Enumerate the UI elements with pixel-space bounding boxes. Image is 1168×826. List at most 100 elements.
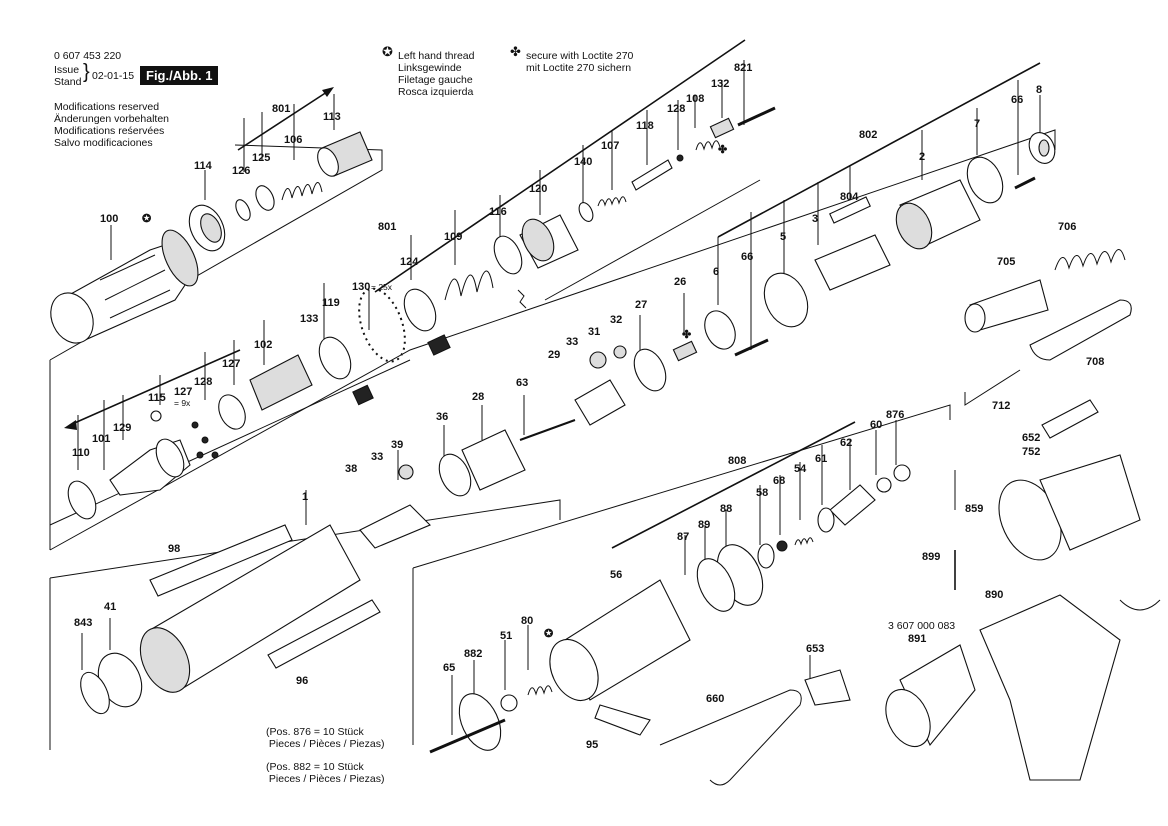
part-27-ring [633, 348, 667, 392]
label-100: 100 [100, 213, 118, 225]
part-652-nipple [1041, 399, 1099, 439]
part-95-strip [594, 704, 651, 736]
note-pos-882: (Pos. 882 = 10 Stück Pieces / Pièces / P… [266, 761, 385, 785]
group-frames [49, 129, 1056, 750]
label-843: 843 [74, 617, 92, 629]
part-118-valve-stem [631, 159, 673, 191]
label-118: 118 [636, 120, 654, 132]
left-thread-icon: ✪ [382, 44, 393, 59]
part-119-ring [318, 336, 374, 406]
part-54-spring [794, 537, 814, 546]
label-119: 119 [322, 297, 340, 309]
part-115-screw [150, 410, 162, 422]
label-98: 98 [168, 543, 180, 555]
label-130: 130 [352, 281, 370, 293]
label-801: 801 [272, 103, 290, 115]
part-712-hex-key [964, 369, 1021, 406]
part-876-oring [893, 464, 911, 482]
part-128-ball [676, 154, 684, 162]
part-38-spindle [359, 504, 431, 549]
part-106-spring [281, 182, 323, 201]
left-thread-note: Left hand thread Linksgewinde Filetage g… [398, 50, 475, 98]
label-113: 113 [323, 111, 341, 123]
label-120: 120 [529, 183, 547, 195]
label-32: 32 [610, 314, 622, 326]
label-109: 109 [444, 231, 462, 243]
arrow-head [64, 420, 77, 430]
part-890-handle [979, 594, 1161, 781]
label-5: 5 [780, 231, 786, 243]
part-39-gear [398, 464, 414, 480]
label-6: 6 [713, 266, 719, 278]
label-89: 89 [698, 519, 710, 531]
part-110-ring [67, 480, 97, 520]
part-62-valve [829, 484, 876, 526]
label-66: 66 [741, 251, 753, 263]
part-29-planet-carrier [574, 379, 626, 426]
part-80-spring [527, 685, 553, 696]
part-2-cylinder [895, 179, 981, 250]
part-126-ring [235, 199, 251, 221]
part-6-bearing [704, 310, 736, 350]
part-28-gear-housing [461, 429, 526, 491]
part-708-wrench [1029, 299, 1132, 361]
part-140-ring [578, 202, 594, 222]
label-102: 102 [254, 339, 272, 351]
label-61: 61 [815, 453, 827, 465]
part-891-cap [885, 644, 976, 748]
label-33: 33 [566, 336, 578, 348]
label-859: 859 [965, 503, 983, 515]
label-65: 65 [443, 662, 455, 674]
part-32-gear [613, 345, 627, 359]
part-706-spring [1054, 249, 1126, 271]
left-thread-icon: ✪ [543, 628, 554, 640]
label-58: 58 [756, 487, 768, 499]
part-804-vane [829, 196, 871, 224]
label-706: 706 [1058, 221, 1076, 233]
label-26: 26 [674, 276, 686, 288]
part-3-rotor [814, 234, 891, 291]
loctite-icon: ✤ [718, 144, 727, 156]
part-124-ring [403, 288, 451, 356]
label-8: 8 [1036, 84, 1042, 96]
symbols: ✪ ✪ ✤ ✤ [141, 144, 727, 640]
figure-label: Fig./Abb. 1 [140, 66, 219, 85]
label-60: 60 [870, 419, 882, 431]
label-140: 140 [574, 156, 592, 168]
part-31-gear [589, 351, 607, 369]
label-802: 802 [859, 129, 877, 141]
label-88: 88 [720, 503, 732, 515]
label-108: 108 [686, 93, 704, 105]
label-56: 56 [610, 569, 622, 581]
label-106: 106 [284, 134, 302, 146]
label-3: 3 [812, 213, 818, 225]
part-5-endplate [763, 272, 809, 328]
issue-label: Issue Stand [54, 64, 82, 88]
label-890: 890 [985, 589, 1003, 601]
part-56-housing [549, 579, 691, 702]
label-804: 804 [840, 191, 859, 203]
label-712: 712 [992, 400, 1010, 412]
part-number: 0 607 453 220 [54, 50, 122, 62]
part-125-ring [255, 185, 275, 211]
part-132-plug [709, 117, 735, 139]
label-107: 107 [601, 140, 619, 152]
part-58-ring [757, 543, 775, 569]
part-821-pin [737, 106, 776, 127]
label-29: 29 [548, 349, 560, 361]
count-127: = 9x [174, 398, 191, 408]
label-51: 51 [500, 630, 512, 642]
loctite-icon: ✤ [510, 44, 521, 59]
label-126: 126 [232, 165, 250, 177]
part-113-knurled-sleeve [317, 131, 373, 177]
label-127: 127 [174, 386, 192, 398]
part-130-balls [358, 287, 406, 363]
part-7-endplate [966, 156, 1004, 204]
label-95: 95 [586, 739, 598, 751]
label-68: 68 [773, 475, 785, 487]
part-51-washer [500, 694, 518, 712]
kit-number: 3 607 000 083 [888, 620, 956, 632]
label-63: 63 [516, 377, 528, 389]
part-116-disc [493, 235, 527, 309]
issue-bracket: } [83, 61, 90, 83]
